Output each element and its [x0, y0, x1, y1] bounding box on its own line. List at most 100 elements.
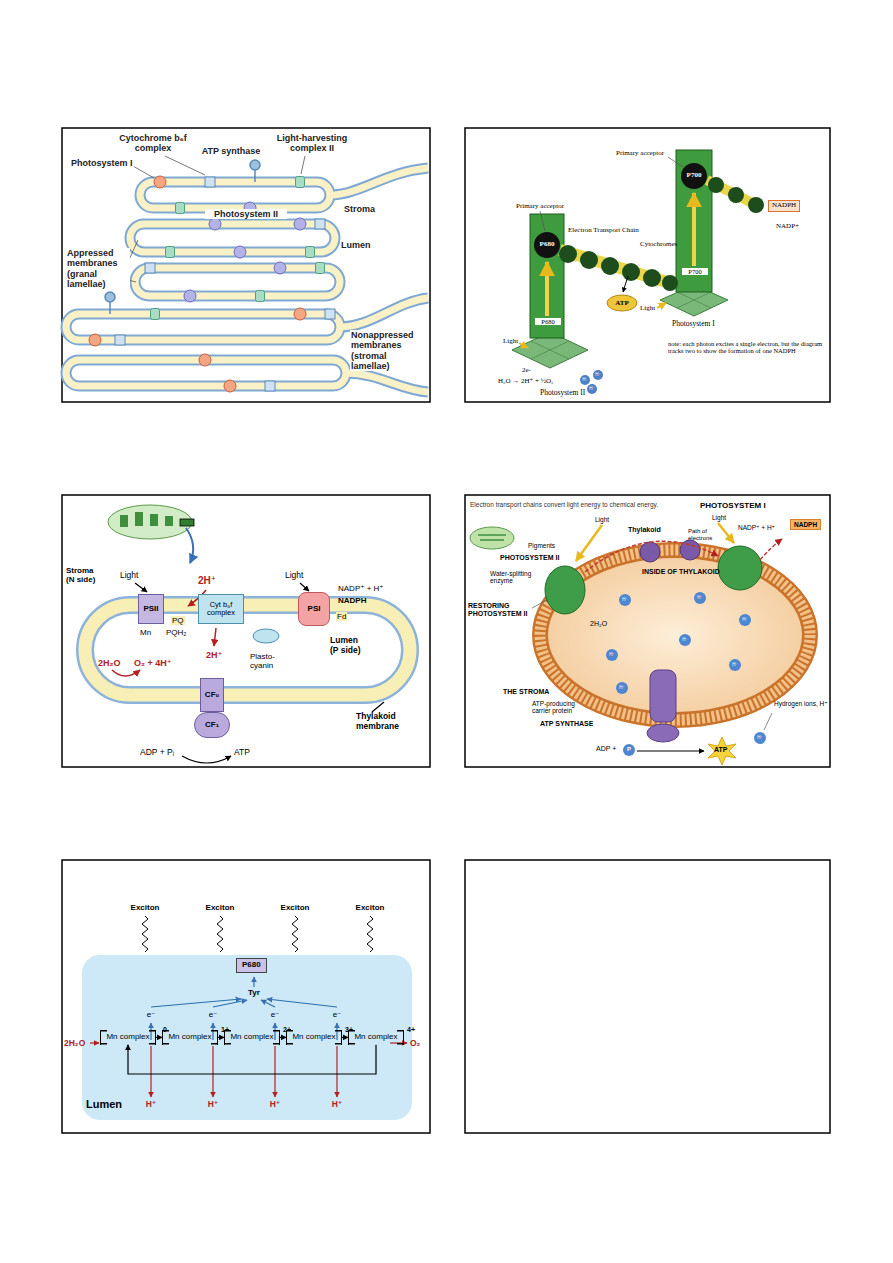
superscript-charge: 4+: [407, 1026, 415, 1034]
text-label: PQ: [171, 616, 185, 625]
text-label: e⁻: [205, 1010, 221, 1019]
atp-synthase-figure: [647, 670, 679, 742]
photosystem-i-symbol: [294, 308, 306, 320]
process-box: Cyt b₆f complex: [198, 594, 244, 624]
photosystem-i-figure: [676, 150, 712, 292]
proton-arrow: [112, 670, 140, 676]
text-label: Photosystem I: [672, 320, 715, 329]
photosystem-i-figure: [677, 292, 711, 308]
text-label: ATP: [607, 299, 637, 307]
atp-disc: [607, 295, 637, 311]
thylakoid-membrane: [66, 168, 428, 392]
electron-path: [760, 539, 782, 560]
text-label: 2H₂O: [98, 658, 121, 668]
process-box: CF₁: [194, 712, 230, 738]
text-label: 2H₂O: [64, 1039, 85, 1049]
electron-transport-chain: [601, 257, 619, 275]
proton-arrow: [212, 1046, 213, 1097]
process-box: CF₀: [200, 678, 224, 712]
atp-synthase-symbol: [105, 160, 260, 314]
thylakoid-membrane: [135, 268, 340, 296]
light-arrow: [576, 523, 734, 561]
slide-frame: [62, 495, 430, 767]
text-label: THE STROMA: [503, 688, 549, 696]
node-text: P680: [242, 961, 261, 970]
light-arrow: [519, 303, 666, 348]
text-label: H⁺: [737, 617, 753, 622]
cytochrome-symbol: [315, 219, 325, 229]
text-label: H⁺: [677, 637, 693, 642]
text-label: H⁺: [614, 685, 630, 690]
thylakoid-membrane: [85, 605, 410, 695]
text-label: PHOTOSYSTEM II: [500, 554, 559, 562]
text-label: 2H₂O: [590, 620, 607, 628]
electron-arrow: [151, 999, 241, 1007]
text-label: O₂: [410, 1039, 420, 1049]
text-label: 2H⁺: [198, 575, 216, 587]
chloroplast-icon: [470, 527, 514, 549]
cytochrome-symbol: [145, 263, 155, 273]
photosystem-ii-symbol: [184, 290, 196, 302]
slide-frame: [465, 495, 830, 767]
chloroplast-icon: [150, 514, 158, 526]
thylakoid-membrane: [66, 168, 428, 392]
text-label: ATP: [714, 746, 727, 754]
chloroplast-icon: [135, 512, 143, 526]
photosystem-ii-symbol: [209, 218, 221, 230]
electron-transport-chain: [559, 177, 764, 291]
atp-synthase-symbol: [254, 170, 256, 182]
mn-complex: Mn complex0: [100, 1030, 156, 1045]
slide-frame: [465, 128, 830, 402]
photosystem-i-symbol: [154, 176, 166, 188]
electron-arrow: [253, 977, 254, 987]
atp-synthase-symbol: [250, 160, 260, 170]
reaction-arrow: [135, 583, 147, 592]
text-label: Primary acceptor: [516, 202, 564, 210]
node-text: Cyt b₆f complex: [201, 601, 241, 618]
text-label: e⁻: [329, 1010, 345, 1019]
text-label: Photosystem II: [205, 209, 287, 219]
node-text: PSI: [308, 605, 321, 614]
photosystem-i-symbol: [224, 380, 236, 392]
cytochrome-blob: [640, 540, 700, 562]
electron-transport-chain: [748, 197, 764, 213]
slide-frame: [62, 860, 430, 1133]
text-label: ATP-producing carrier protein: [532, 700, 588, 715]
thylakoid-membrane: [330, 168, 428, 195]
electron-transport-chain: [662, 275, 678, 291]
reaction-arrow: [182, 756, 231, 763]
text-label: H⁺: [265, 1100, 285, 1110]
text-label: Light: [285, 571, 303, 581]
photosystem-ii-symbol: [274, 262, 286, 274]
exciton-wave: [142, 916, 373, 952]
chloroplast-icon: [108, 505, 192, 539]
text-label: ATP SYNTHASE: [540, 720, 593, 728]
text-label: Nonappressed membranes (stromal lamellae…: [350, 330, 426, 371]
text-label: Lumen: [340, 240, 372, 250]
atp-burst: [708, 737, 736, 765]
text-label: Light: [640, 304, 655, 312]
photosystem-ii-figure: [545, 262, 549, 316]
text-label: Primary acceptor: [616, 149, 664, 157]
light-harvesting-symbol: [316, 263, 325, 274]
text-label: Stroma: [343, 204, 376, 214]
electron-transport-chain: [559, 177, 764, 291]
text-label: H⁺: [590, 372, 606, 377]
photosystem-ii-symbol: [184, 202, 306, 302]
leader-line: [133, 166, 154, 178]
chloroplast-icon: [180, 519, 194, 526]
cytochrome-symbol: [115, 177, 335, 391]
text-label: Water-splitting enzyme: [490, 570, 536, 585]
text-label: Light: [712, 514, 726, 521]
reaction-arrow: [135, 583, 384, 763]
text-label: 2H⁺: [206, 650, 222, 660]
leader-line: [301, 156, 305, 174]
text-label: H⁺: [604, 652, 620, 657]
text-label: P: [624, 746, 634, 753]
text-label: ADP +: [596, 745, 616, 753]
leader-line: [668, 157, 683, 167]
text-label: Lumen: [86, 1098, 122, 1111]
text-label: Fd: [336, 612, 347, 621]
